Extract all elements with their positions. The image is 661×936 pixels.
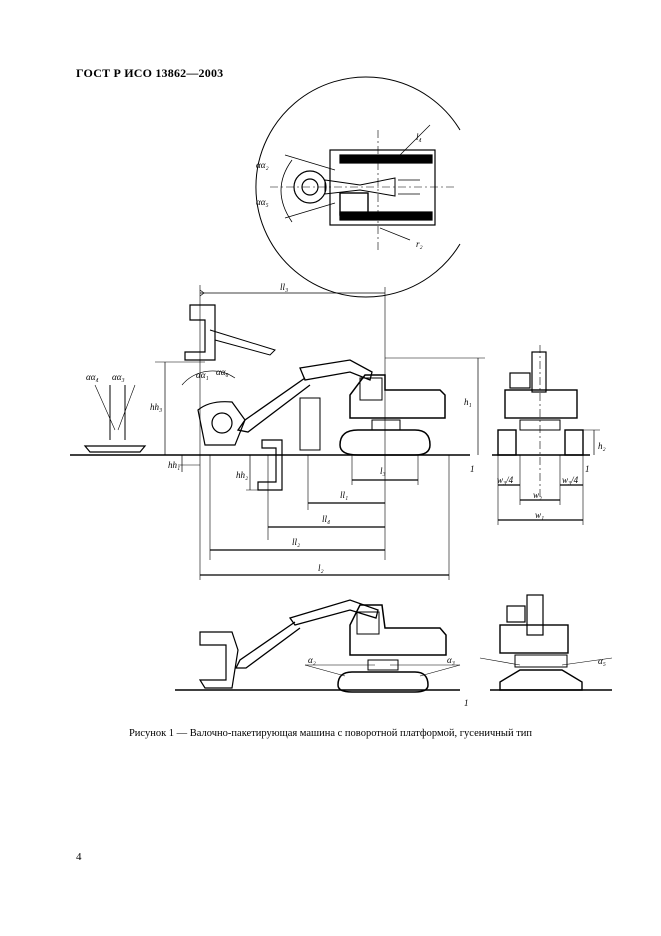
label-ll3: ll₃: [280, 282, 288, 292]
page-number: 4: [76, 851, 82, 863]
label-ref1-side: 1: [470, 464, 475, 474]
label-hh1: hh₁: [168, 460, 180, 470]
felling-head-top: [293, 170, 327, 204]
slope-upper: [349, 604, 447, 656]
label-aa3: αα₃: [112, 372, 125, 382]
label-w1: w₁: [535, 510, 544, 520]
label-aa2: αα₂: [256, 160, 269, 170]
label-a2: α₂: [308, 655, 316, 665]
label-l3: l₃: [380, 466, 386, 476]
stick: [236, 377, 311, 433]
slope-view: [175, 594, 613, 693]
slope-felling-head: [198, 631, 239, 689]
label-a3: α₃: [447, 655, 455, 665]
upper-structure: [349, 374, 446, 419]
raised-head: [184, 304, 216, 361]
label-hh3: hh₃: [150, 402, 162, 412]
label-w3-4-left: w₃/4: [497, 475, 514, 485]
front-body: [504, 389, 578, 419]
label-r2: r₂: [416, 239, 423, 249]
label-ll1: ll₁: [340, 490, 348, 500]
figure-caption: Рисунок 1 — Валочно-пакетирующая машина …: [128, 728, 533, 739]
label-h2: h₂: [598, 441, 606, 451]
label-w3-4-right: w₃/4: [562, 475, 579, 485]
label-l2: l₂: [318, 563, 324, 573]
label-aa1: αα₁: [196, 370, 209, 380]
boom: [299, 359, 373, 381]
felling-head: [197, 401, 246, 446]
label-ref1-slope: 1: [464, 698, 469, 708]
document-header: ГОСТ Р ИСО 13862—2003: [76, 66, 224, 80]
front-cab: [509, 372, 531, 389]
cab-outline: [339, 192, 369, 216]
top-view: [255, 76, 461, 298]
side-view: [70, 285, 485, 580]
label-hh2: hh₂: [236, 470, 248, 480]
label-ll4: ll₄: [322, 514, 330, 524]
label-a5: α₅: [598, 656, 606, 666]
front-view: [492, 345, 600, 525]
label-ref1-front: 1: [585, 464, 590, 474]
slope-track: [337, 671, 429, 693]
label-aa5: αα₅: [256, 197, 269, 207]
label-aa6: αα₆: [216, 367, 229, 377]
label-aa4: αα₄: [86, 372, 99, 382]
label-l4: l₄: [416, 132, 422, 142]
lowered-head: [257, 439, 283, 491]
label-w2: w₂: [533, 490, 542, 500]
label-h1: h₁: [464, 397, 472, 407]
label-ll2: ll₂: [292, 537, 300, 547]
platform-outline: [329, 149, 436, 226]
tilt-head: [83, 445, 147, 453]
crawler-track: [339, 429, 431, 456]
swing-radius-arc: [255, 76, 461, 298]
